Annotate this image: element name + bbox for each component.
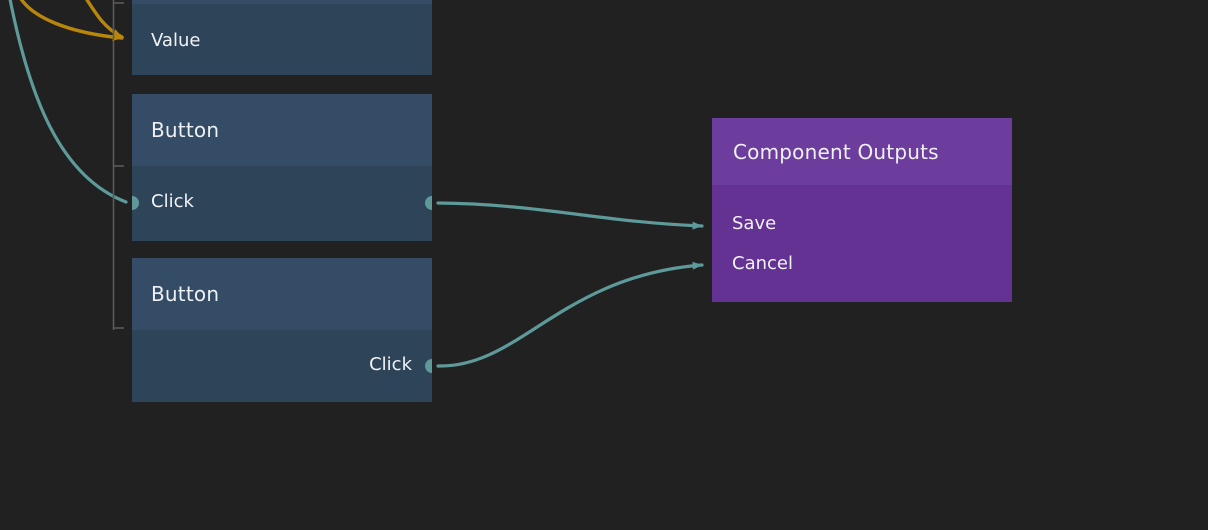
port-label-button-2-click: Click xyxy=(369,354,412,375)
port-dot-button-2-click-out[interactable] xyxy=(425,359,432,373)
edge-teal-c xyxy=(436,261,704,368)
node-button-1[interactable]: Button Click xyxy=(132,94,432,241)
port-row-button-2-click[interactable]: Click xyxy=(132,352,432,378)
port-row-value[interactable]: Value xyxy=(132,28,432,54)
port-label-button-1-click: Click xyxy=(151,191,194,212)
node-button-2-body: Click xyxy=(132,330,432,402)
node-button-1-header[interactable]: Button xyxy=(132,94,432,166)
port-label-save: Save xyxy=(732,213,777,234)
node-value[interactable]: Value xyxy=(132,0,432,75)
node-value-body: Value xyxy=(132,4,432,75)
port-dot-button-1-click-in[interactable] xyxy=(132,196,139,210)
edge-teal-b xyxy=(436,201,704,230)
port-label-cancel: Cancel xyxy=(732,253,793,274)
port-dot-button-1-out[interactable] xyxy=(425,196,432,210)
node-button-1-body: Click xyxy=(132,166,432,241)
node-component-outputs-header[interactable]: Component Outputs xyxy=(712,118,1012,185)
node-component-outputs-body: Save Cancel xyxy=(712,185,1012,302)
edge-orange-a xyxy=(19,0,124,42)
node-component-outputs-title: Component Outputs xyxy=(733,139,939,164)
port-row-button-1-click[interactable]: Click xyxy=(132,189,432,215)
node-button-2-header[interactable]: Button xyxy=(132,258,432,330)
port-row-save[interactable]: Save xyxy=(712,211,1012,237)
node-button-2-title: Button xyxy=(151,282,220,306)
node-component-outputs[interactable]: Component Outputs Save Cancel xyxy=(712,118,1012,302)
port-label-value: Value xyxy=(151,30,201,51)
port-row-cancel[interactable]: Cancel xyxy=(712,251,1012,277)
edge-teal-a xyxy=(8,0,128,204)
component-group-bracket xyxy=(112,0,124,330)
edge-orange-b xyxy=(85,0,124,39)
node-button-1-title: Button xyxy=(151,118,220,142)
node-button-2[interactable]: Button Click xyxy=(132,258,432,402)
node-value-header[interactable] xyxy=(132,0,432,4)
